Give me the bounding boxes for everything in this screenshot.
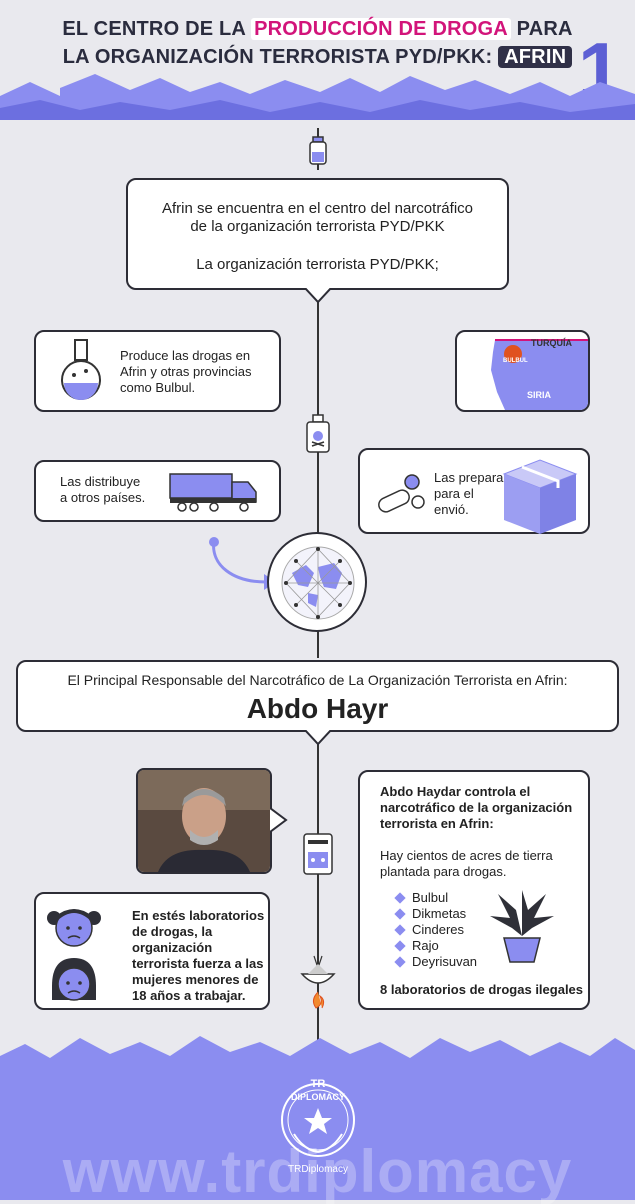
bullet-icon: [394, 892, 406, 904]
title-text: LA ORGANIZACIÓN TERRORISTA PYD/PKK:: [62, 46, 499, 68]
girl-crying-icon: [52, 958, 96, 1001]
intro-line-1: Afrin se encuentra en el centro del narc…: [161, 200, 473, 217]
person-portrait-image: [138, 770, 270, 872]
prepare-line-2: para el: [434, 486, 474, 501]
box-package-icon: [502, 459, 578, 534]
title-line-2: LA ORGANIZACIÓN TERRORISTA PYD/PKK: AFRI…: [0, 46, 635, 69]
prepare-line-3: envió.: [434, 502, 469, 517]
list-item: Dikmetas: [394, 906, 477, 922]
speech-pointer: [305, 730, 331, 746]
poison-bottle-icon: [306, 414, 330, 453]
list-item: Cinderes: [394, 922, 477, 938]
responsible-heading: El Principal Responsable del Narcotráfic…: [67, 672, 568, 688]
speech-pointer-right: [270, 808, 288, 832]
title-text: PARA: [510, 18, 573, 40]
title-badge: AFRIN: [498, 46, 573, 68]
speech-pointer: [305, 288, 331, 304]
rooftops-top-decoration: [0, 74, 635, 120]
women-line-6: 18 años a trabajar.: [132, 988, 246, 1003]
control-line-2: narcotráfico de la organización: [380, 800, 573, 815]
flask-icon: [61, 339, 101, 400]
women-line-4: terrorista fuerza a las: [132, 956, 264, 971]
produce-line-2: Afrin y otras provincias: [120, 364, 252, 379]
watermark-text: www.trdiplomacy: [62, 1140, 573, 1204]
title-text: EL CENTRO DE LA: [62, 18, 252, 40]
map-shape: [491, 339, 588, 410]
map-box: TURQUÍA SIRIA BULBUL: [455, 330, 590, 412]
seal-bottom: TRDiplomacy: [287, 1164, 348, 1175]
map-label-north: TURQUÍA: [531, 338, 572, 348]
map-city: BULBUL: [503, 358, 528, 364]
list-item: Bulbul: [394, 890, 477, 906]
place-name: Rajo: [412, 938, 439, 953]
map-label-south: SIRIA: [527, 390, 552, 400]
control-line-1: Abdo Haydar controla el: [380, 784, 531, 799]
acres-line-2: plantada para drogas.: [380, 864, 507, 879]
footer: www.trdiplomacy TR DIPLOMACY TRDiplomacy: [0, 1020, 635, 1204]
cannabis-plant-icon: [490, 890, 554, 963]
bullet-icon: [394, 940, 406, 952]
list-item: Deyrisuvan: [394, 954, 478, 970]
responsible-box: El Principal Responsable del Narcotráfic…: [16, 660, 619, 732]
title-highlight: PRODUCCIÓN DE DROGA: [251, 18, 511, 40]
pills-icon: [378, 474, 425, 513]
truck-icon: [169, 473, 257, 512]
place-name: Dikmetas: [412, 906, 467, 921]
prepare-line-1: Las prepara: [434, 470, 504, 485]
women-line-2: de drogas, la: [132, 924, 213, 939]
timeline-spine: [317, 298, 319, 658]
header: EL CENTRO DE LA PRODUCCIÓN DE DROGA PARA…: [0, 0, 635, 120]
women-box: En estés laboratorios de drogas, la orga…: [34, 892, 270, 1010]
bullet-icon: [394, 956, 406, 968]
bullet-icon: [394, 908, 406, 920]
intro-line-2: de la organización terrorista PYD/PKK: [190, 218, 445, 235]
lab-machine-icon: [303, 833, 333, 875]
distribute-box: Las distribuye a otros países.: [34, 460, 281, 522]
list-item: Rajo: [394, 938, 477, 954]
places-list: Bulbul Dikmetas Cinderes Rajo Deyrisuvan: [394, 890, 478, 970]
labs-count: 8 laboratorios de drogas ilegales: [380, 982, 584, 997]
network-globe-icon: [281, 546, 355, 620]
title-line-1: EL CENTRO DE LA PRODUCCIÓN DE DROGA PARA: [0, 18, 635, 41]
spoon-flame-icon: [300, 955, 336, 1009]
girl-sad-icon: [47, 909, 101, 947]
intro-line-3: La organización terrorista PYD/PKK;: [196, 256, 439, 273]
seal-emblem-icon: [281, 1083, 355, 1157]
seal-mid: DIPLOMACY: [291, 1092, 345, 1102]
women-line-3: organización: [132, 940, 213, 955]
distribute-line-1: Las distribuye: [60, 474, 141, 489]
distribute-line-2: a otros países.: [60, 490, 146, 505]
place-name: Bulbul: [412, 890, 449, 905]
responsible-name: Abdo Hayr: [246, 693, 389, 724]
produce-box: Produce las drogas en Afrin y otras prov…: [34, 330, 281, 412]
vial-icon: [309, 136, 327, 165]
women-line-1: En estés laboratorios: [132, 908, 265, 923]
control-line-3: terrorista en Afrin:: [380, 816, 494, 831]
produce-line-1: Produce las drogas en: [120, 348, 251, 363]
produce-line-3: como Bulbul.: [120, 380, 196, 395]
place-name: Deyrisuvan: [412, 954, 478, 969]
timeline-spine: [317, 740, 319, 1040]
women-line-5: mujeres menores de: [132, 972, 259, 987]
acres-line-1: Hay cientos de acres de tierra: [380, 848, 553, 863]
place-name: Cinderes: [412, 922, 465, 937]
intro-box: Afrin se encuentra en el centro del narc…: [126, 178, 509, 290]
control-box: Abdo Haydar controla el narcotráfico de …: [358, 770, 590, 1010]
portrait-frame: [136, 768, 272, 874]
bullet-icon: [394, 924, 406, 936]
seal-top: TR: [310, 1078, 326, 1090]
